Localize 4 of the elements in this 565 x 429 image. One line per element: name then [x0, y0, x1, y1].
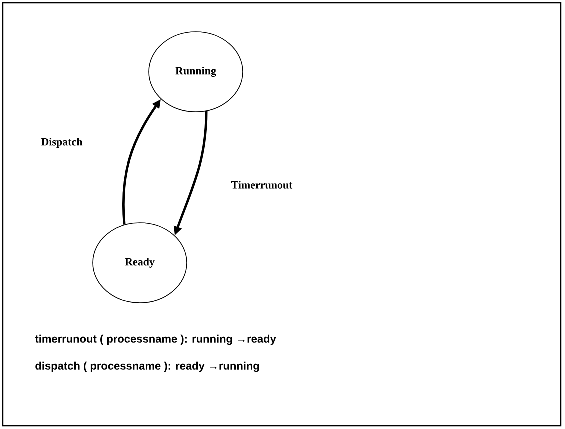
- edge-label: Timerrunout: [230, 180, 294, 190]
- transition-text: dispatch ( processname ): ready →running: [36, 362, 260, 372]
- transition-text: timerrunout ( processname ): running →ready: [35, 334, 276, 346]
- edge-label: Dispatch: [40, 137, 84, 149]
